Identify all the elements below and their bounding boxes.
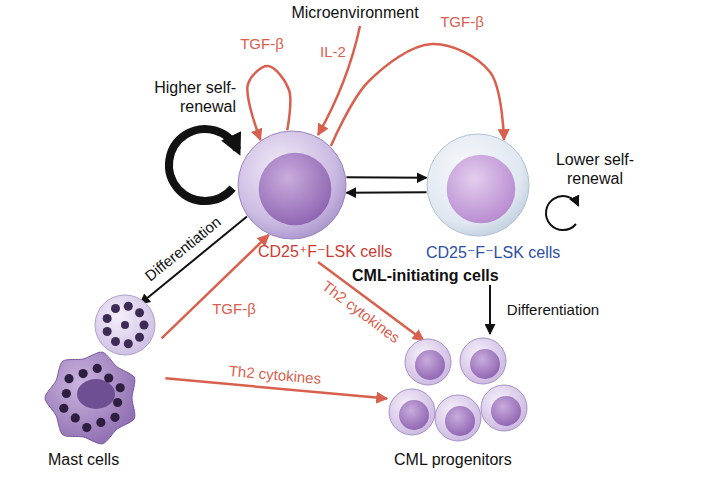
node-label: Mast cells [48,450,119,469]
node-label: CML progenitors [394,450,512,469]
granule [135,333,144,342]
edge-label: TGF-β [240,35,284,53]
granule [79,369,88,378]
mast-cell-body [95,295,155,355]
granule [124,339,133,348]
cell-shape [426,133,530,237]
annotation-label: Higher self-renewal [124,78,236,116]
cell-body [427,134,529,236]
granule [103,327,112,336]
mast-cell-node: Mast cells [44,290,169,471]
cell-shape [386,334,528,444]
connector-arrow [247,66,290,140]
self-renewal-loop-high [169,129,238,201]
cell-nucleus [399,400,429,430]
cell-nucleus [77,379,115,409]
edge-label: Differentiation [141,213,224,285]
cell-nucleus [445,406,475,436]
granule [116,383,125,392]
connector-arrow [346,191,426,193]
progenitor-cell [389,389,435,435]
node-label: CML-initiating cells [352,266,499,285]
cell-shape [44,290,166,445]
progenitor-cell [435,395,481,441]
progenitor-cell [481,385,527,431]
granule [111,304,120,313]
granule [111,337,120,346]
granule [71,413,80,422]
granule [62,389,71,398]
cell-body [238,131,346,239]
granule [104,373,113,382]
cell-shape [237,130,347,240]
granule [59,404,68,413]
il2-arrow [318,26,360,135]
self-renewal-loop-low [546,196,578,230]
cell-nucleus [447,155,516,224]
connector-arrow [331,44,504,146]
node-label: CD25⁻F⁻LSK cells [426,243,560,262]
node-label: CD25⁺F⁻LSK cells [258,242,392,261]
progenitor-node: CML progenitors [386,334,528,474]
source-label: Microenvironment [291,3,418,22]
cell-nucleus [415,350,445,380]
edge-label: TGF-β [212,300,256,318]
granule [110,413,119,422]
granule [64,374,73,383]
granule [82,423,91,432]
cell-nucleus [470,349,500,379]
granule [93,364,102,373]
granule [113,398,122,407]
stem-cell-node: CD25⁻F⁻LSK cells [426,133,563,264]
cell-nucleus [491,396,521,426]
granule [140,321,149,330]
granule [96,418,105,427]
granule [121,321,129,329]
cytokine-label: IL-2 [320,43,346,61]
edge-label: Differentiation [507,301,599,319]
granule [124,302,133,311]
edge-label: Th2 cytokines [319,277,404,347]
granule [103,314,112,323]
connector-arrow [346,176,426,178]
progenitor-cell [460,338,506,384]
connector-arrow [489,285,491,334]
edge-label: TGF-β [440,13,484,31]
cell-nucleus [259,153,332,226]
granule [135,308,144,317]
annotation-label: Lower self-renewal [545,150,645,188]
mast-cell-body [45,352,135,444]
progenitor-cell [405,339,451,385]
